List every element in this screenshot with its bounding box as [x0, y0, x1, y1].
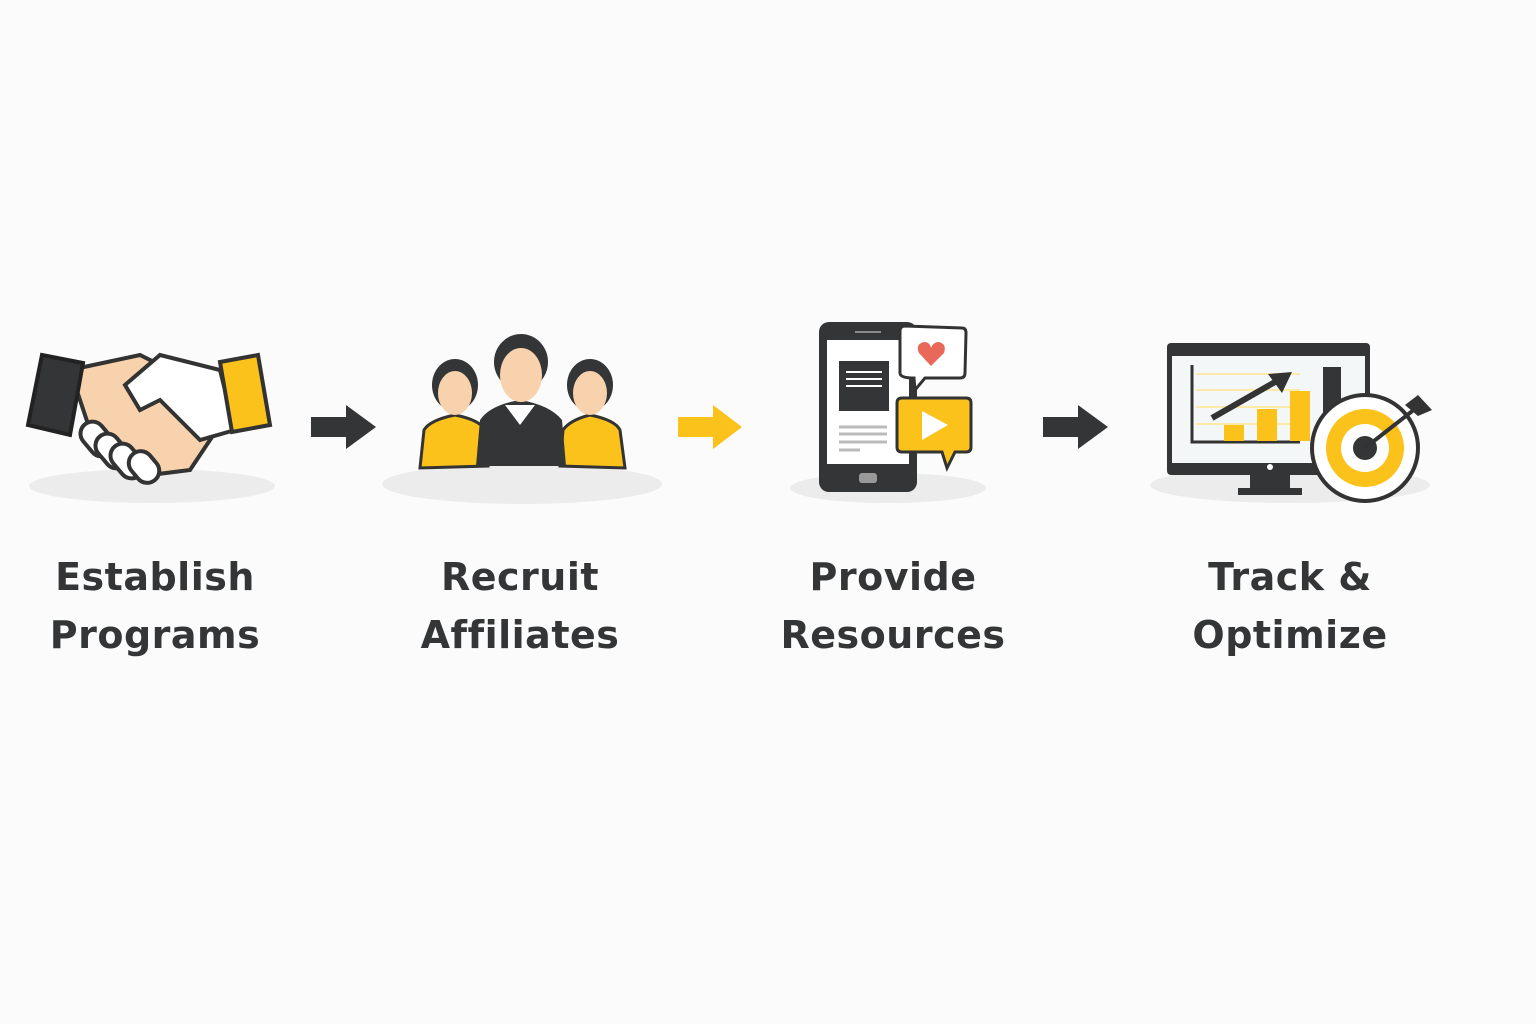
arrow-right-icon: [678, 405, 742, 449]
step-label-line2: Resources: [780, 613, 1006, 657]
step-label-line2: Programs: [49, 613, 261, 657]
phone-media-icon: [790, 322, 986, 503]
arrow-right-icon: [311, 405, 376, 449]
monitor-chart-target-icon: [1150, 343, 1432, 503]
arrow-right-icon: [1043, 405, 1108, 449]
step-label-recruit-affiliates: Recruit Affiliates: [360, 548, 680, 664]
step-label-establish-programs: Establish Programs: [0, 548, 315, 664]
step-label-line1: Establish: [55, 555, 255, 599]
step-label-line1: Track &: [1208, 555, 1372, 599]
step-label-line1: Recruit: [440, 555, 600, 599]
step-label-track-optimize: Track & Optimize: [1130, 548, 1450, 664]
handshake-icon: [25, 352, 275, 503]
people-group-icon: [382, 334, 662, 504]
step-label-line1: Provide: [809, 555, 977, 599]
step-label-line2: Affiliates: [420, 613, 620, 657]
step-label-line2: Optimize: [1192, 613, 1388, 657]
step-label-provide-resources: Provide Resources: [733, 548, 1053, 664]
